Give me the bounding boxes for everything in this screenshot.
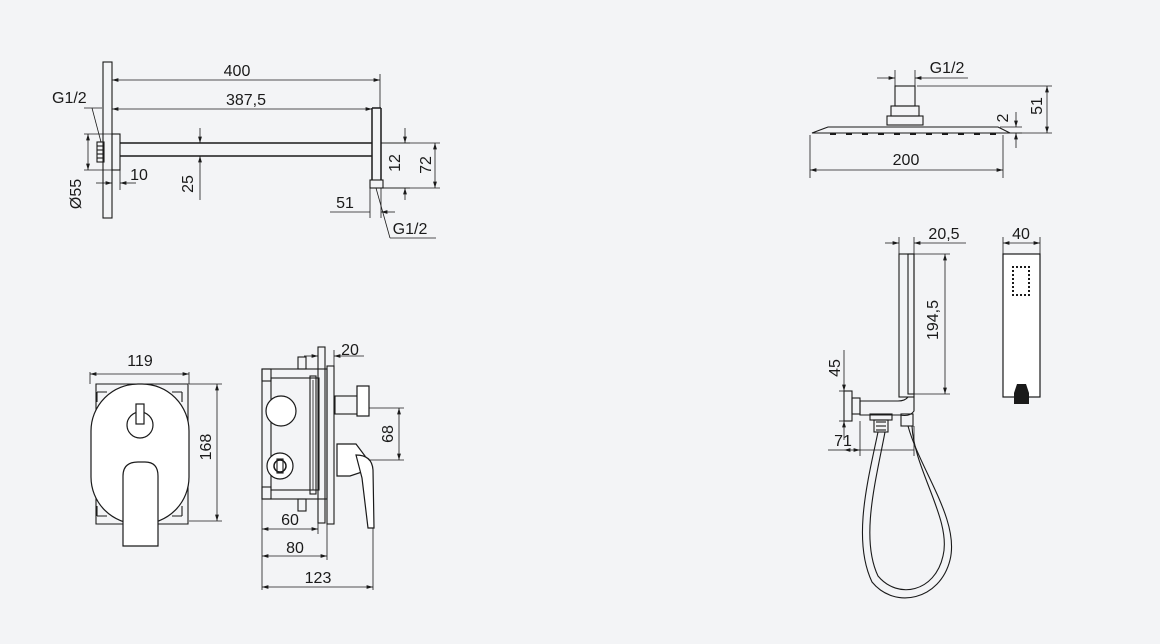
dim-20-5: 20,5 — [928, 226, 959, 243]
dim-51-head: 51 — [1029, 97, 1046, 115]
dim-72: 72 — [418, 156, 435, 174]
dim-400: 400 — [224, 63, 251, 80]
label-g12-outlet: G1/2 — [393, 221, 428, 238]
dim-119: 119 — [127, 353, 153, 370]
dim-45: 45 — [827, 359, 844, 377]
dim-g12-head: G1/2 — [930, 60, 965, 77]
dim-20: 20 — [341, 342, 359, 359]
head-shower-drawing: G1/2 200 2 51 — [809, 60, 1052, 178]
dim-123: 123 — [305, 570, 332, 587]
dim-60: 60 — [281, 512, 299, 529]
dim-10: 10 — [130, 167, 148, 184]
dim-51-arm: 51 — [336, 195, 354, 212]
dim-2: 2 — [995, 113, 1012, 122]
dim-25: 25 — [180, 175, 197, 193]
mixer-body-drawing: 20 68 60 80 123 — [261, 342, 404, 590]
shower-arm-drawing: 400 387,5 G1/2 Ø55 10 25 12 72 51 G1/2 — [52, 61, 440, 239]
dim-68: 68 — [380, 425, 397, 443]
dim-200: 200 — [893, 152, 920, 169]
dim-168: 168 — [198, 434, 215, 461]
mixer-plate-drawing: 119 168 — [89, 353, 222, 547]
dim-12: 12 — [387, 154, 404, 172]
dim-387-5: 387,5 — [226, 92, 266, 109]
dim-194-5: 194,5 — [925, 300, 942, 340]
dim-o55: Ø55 — [68, 179, 85, 209]
dim-40: 40 — [1012, 226, 1030, 243]
hand-shower-drawing: 20,5 40 194,5 45 71 — [827, 226, 1041, 599]
label-g12-inlet: G1/2 — [52, 90, 87, 107]
dim-80: 80 — [286, 540, 304, 557]
dim-71: 71 — [834, 433, 852, 450]
